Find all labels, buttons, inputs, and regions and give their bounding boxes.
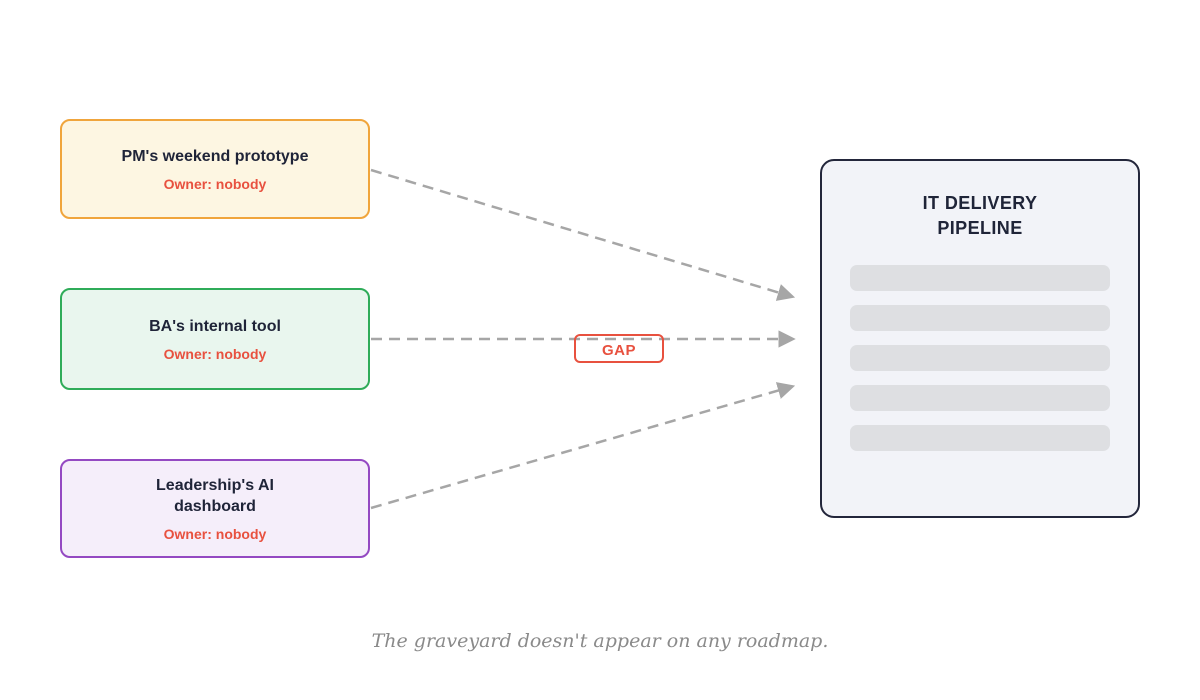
node-owner-label: Owner: nobody: [163, 346, 267, 362]
node-title: PM's weekend prototype: [121, 148, 309, 165]
node-owner-label: Owner: nobody: [163, 526, 267, 542]
pipeline-placeholder-bar: [850, 265, 1110, 291]
arrow-leadership-to-pipeline: [370, 382, 796, 510]
pipeline-placeholder-bar: [850, 345, 1110, 371]
gap-badge: GAP: [574, 334, 664, 363]
node-title: BA's internal tool: [149, 318, 281, 335]
node-it-delivery-pipeline: IT DELIVERY PIPELINE: [820, 159, 1140, 518]
node-leadership-ai-dashboard: Leadership's AI dashboard Owner: nobody: [60, 459, 370, 558]
gap-badge-label: GAP: [601, 341, 636, 359]
node-ba-internal-tool: BA's internal tool Owner: nobody: [60, 288, 370, 390]
pipeline-title: IT DELIVERY PIPELINE: [922, 193, 1038, 238]
node-pm-weekend-prototype: PM's weekend prototype Owner: nobody: [60, 119, 370, 219]
pipeline-placeholder-bar: [850, 305, 1110, 331]
caption: The graveyard doesn't appear on any road…: [371, 630, 829, 652]
arrow-pm-to-pipeline: [370, 168, 796, 301]
node-title: Leadership's AI dashboard: [156, 477, 274, 515]
node-owner-label: Owner: nobody: [163, 176, 267, 192]
pipeline-placeholder-bar: [850, 385, 1110, 411]
pipeline-placeholder-bar: [850, 425, 1110, 451]
pipeline-placeholder-bars: [822, 265, 1138, 451]
